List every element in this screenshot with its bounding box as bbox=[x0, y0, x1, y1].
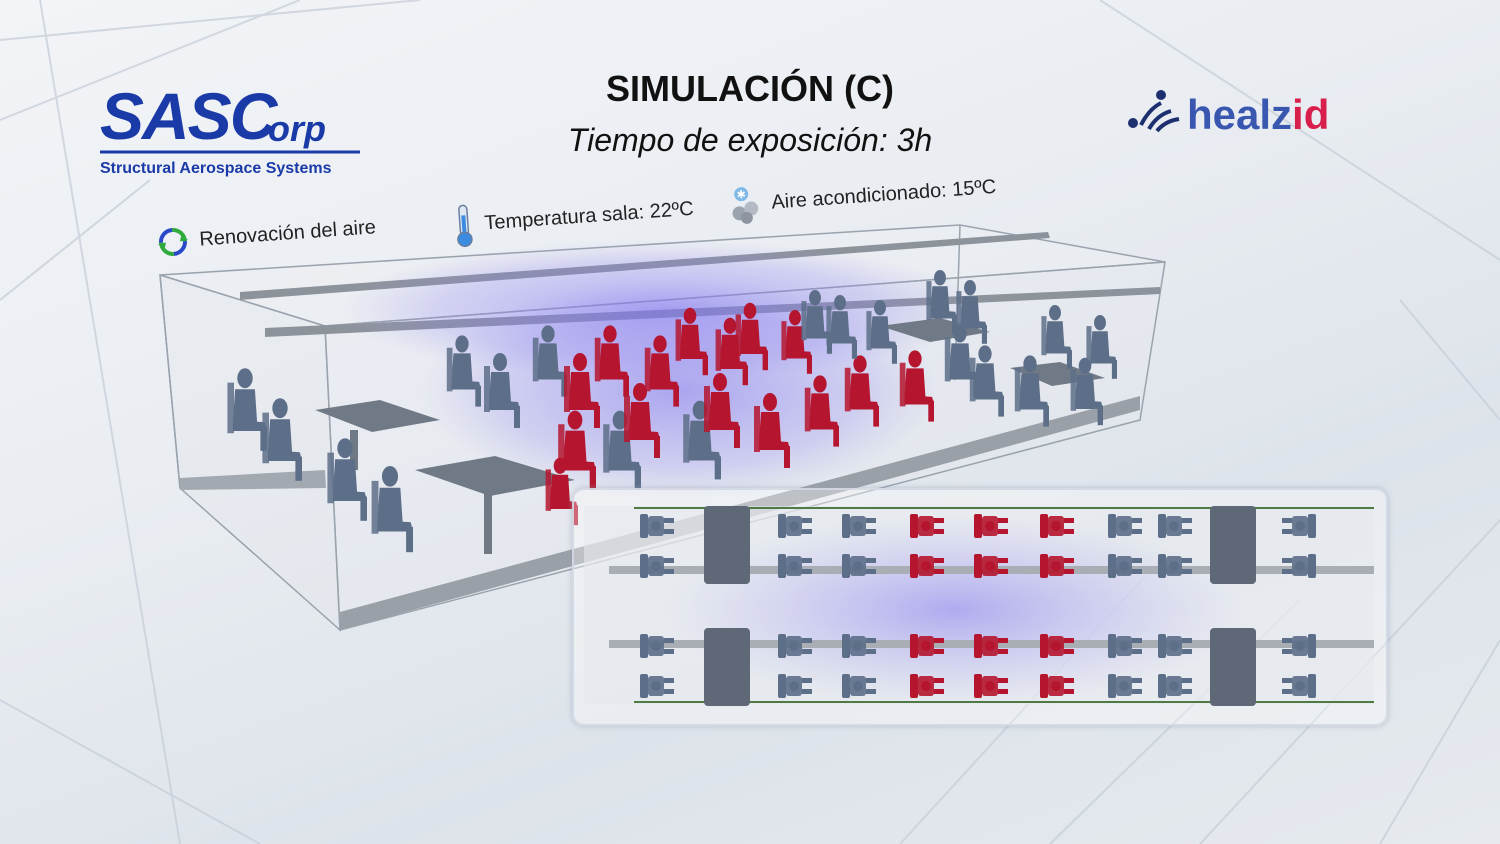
seat-healthy bbox=[842, 634, 876, 658]
aerosol-cloud-top bbox=[664, 515, 1244, 705]
passenger-infected bbox=[754, 393, 790, 468]
passenger-infected bbox=[624, 383, 660, 458]
seat-healthy bbox=[640, 674, 674, 698]
passenger-healthy bbox=[1086, 315, 1117, 379]
sascorp-logo-main: SASC bbox=[100, 79, 277, 153]
seat-healthy bbox=[1282, 674, 1316, 698]
seat-healthy bbox=[1108, 634, 1142, 658]
seat-healthy bbox=[778, 514, 812, 538]
passenger-healthy bbox=[1014, 355, 1049, 427]
passenger-infected bbox=[781, 310, 812, 374]
seat-infected bbox=[974, 634, 1008, 658]
table-top-left-b bbox=[704, 628, 750, 706]
seat-infected bbox=[1040, 634, 1074, 658]
passenger-infected bbox=[594, 325, 629, 397]
seat-healthy bbox=[1158, 514, 1192, 538]
seat-infected bbox=[974, 554, 1008, 578]
seat-infected bbox=[910, 634, 944, 658]
passenger-infected bbox=[844, 355, 879, 427]
seat-infected bbox=[1040, 554, 1074, 578]
seat-healthy bbox=[640, 514, 674, 538]
passenger-healthy bbox=[683, 400, 721, 480]
seats-top-view bbox=[640, 514, 1316, 698]
table-top-left-a bbox=[704, 506, 750, 584]
air-conditioner-icon: ✱ bbox=[732, 187, 759, 224]
passenger-infected bbox=[644, 335, 679, 407]
passenger-healthy bbox=[866, 300, 897, 364]
passenger-infected bbox=[899, 350, 934, 422]
air-conditioning-label: ✱ Aire acondicionado: 15ºC bbox=[729, 167, 998, 226]
table-top-right-b bbox=[1210, 628, 1256, 706]
page-subtitle: Tiempo de exposición: 3h bbox=[567, 122, 933, 158]
seat-healthy bbox=[1158, 674, 1192, 698]
passenger-healthy bbox=[227, 368, 267, 451]
seat-infected bbox=[1040, 514, 1074, 538]
passengers-3d bbox=[227, 270, 1117, 553]
sascorp-tagline: Structural Aerospace Systems bbox=[100, 160, 332, 177]
passenger-healthy bbox=[484, 353, 520, 428]
top-view-diagram bbox=[584, 506, 1374, 706]
healzid-logo: healzid bbox=[1125, 85, 1365, 145]
page-title: SIMULACIÓN (C) bbox=[606, 68, 894, 109]
logo-underline bbox=[100, 150, 360, 154]
seat-healthy bbox=[778, 674, 812, 698]
sascorp-logo-suffix: orp bbox=[268, 108, 326, 149]
passenger-infected bbox=[564, 353, 600, 428]
sascorp-logo: SASC orp Structural Aerospace Systems bbox=[100, 78, 380, 188]
recycle-arrows-icon bbox=[158, 227, 188, 256]
seat-healthy bbox=[1282, 514, 1316, 538]
passenger-infected bbox=[735, 302, 768, 371]
seat-healthy bbox=[778, 554, 812, 578]
seat-healthy bbox=[1108, 554, 1142, 578]
seat-infected bbox=[1040, 674, 1074, 698]
passenger-healthy bbox=[969, 345, 1004, 417]
top-view-inset bbox=[572, 488, 1388, 726]
passenger-healthy bbox=[926, 270, 957, 334]
passenger-healthy bbox=[826, 295, 857, 359]
passenger-healthy bbox=[956, 280, 987, 344]
seat-healthy bbox=[1282, 634, 1316, 658]
room-temperature-label: Temperatura sala: 22ºC bbox=[453, 187, 695, 248]
seat-healthy bbox=[640, 634, 674, 658]
passenger-healthy bbox=[1041, 305, 1072, 369]
seat-infected bbox=[910, 514, 944, 538]
healzid-symbol-icon bbox=[1128, 90, 1180, 133]
table-top-right-a bbox=[1210, 506, 1256, 584]
seat-healthy bbox=[1108, 674, 1142, 698]
healzid-wordmark: healzid bbox=[1187, 91, 1329, 139]
passenger-healthy bbox=[262, 398, 302, 481]
healzid-wordmark-b: id bbox=[1292, 91, 1330, 138]
seat-healthy bbox=[1158, 634, 1192, 658]
passenger-healthy bbox=[1070, 357, 1103, 426]
seat-healthy bbox=[842, 674, 876, 698]
seat-healthy bbox=[1282, 554, 1316, 578]
seat-healthy bbox=[640, 554, 674, 578]
seat-healthy bbox=[1108, 514, 1142, 538]
healzid-wordmark-a: healz bbox=[1187, 91, 1293, 138]
svg-text:✱: ✱ bbox=[736, 188, 746, 202]
seat-infected bbox=[974, 674, 1008, 698]
seat-infected bbox=[910, 554, 944, 578]
seat-healthy bbox=[778, 634, 812, 658]
passenger-infected bbox=[675, 307, 708, 376]
passenger-healthy bbox=[327, 438, 367, 521]
thermometer-icon bbox=[457, 204, 473, 248]
passenger-infected bbox=[715, 317, 748, 386]
passenger-infected bbox=[545, 457, 578, 526]
air-renovation-label: Renovación del aire bbox=[157, 213, 377, 258]
seat-infected bbox=[910, 674, 944, 698]
passenger-healthy bbox=[446, 335, 481, 407]
seat-healthy bbox=[1158, 554, 1192, 578]
seat-healthy bbox=[842, 514, 876, 538]
seat-healthy bbox=[842, 554, 876, 578]
passenger-infected bbox=[704, 373, 740, 448]
passenger-infected bbox=[804, 375, 839, 447]
seat-infected bbox=[974, 514, 1008, 538]
passenger-healthy bbox=[371, 465, 413, 553]
